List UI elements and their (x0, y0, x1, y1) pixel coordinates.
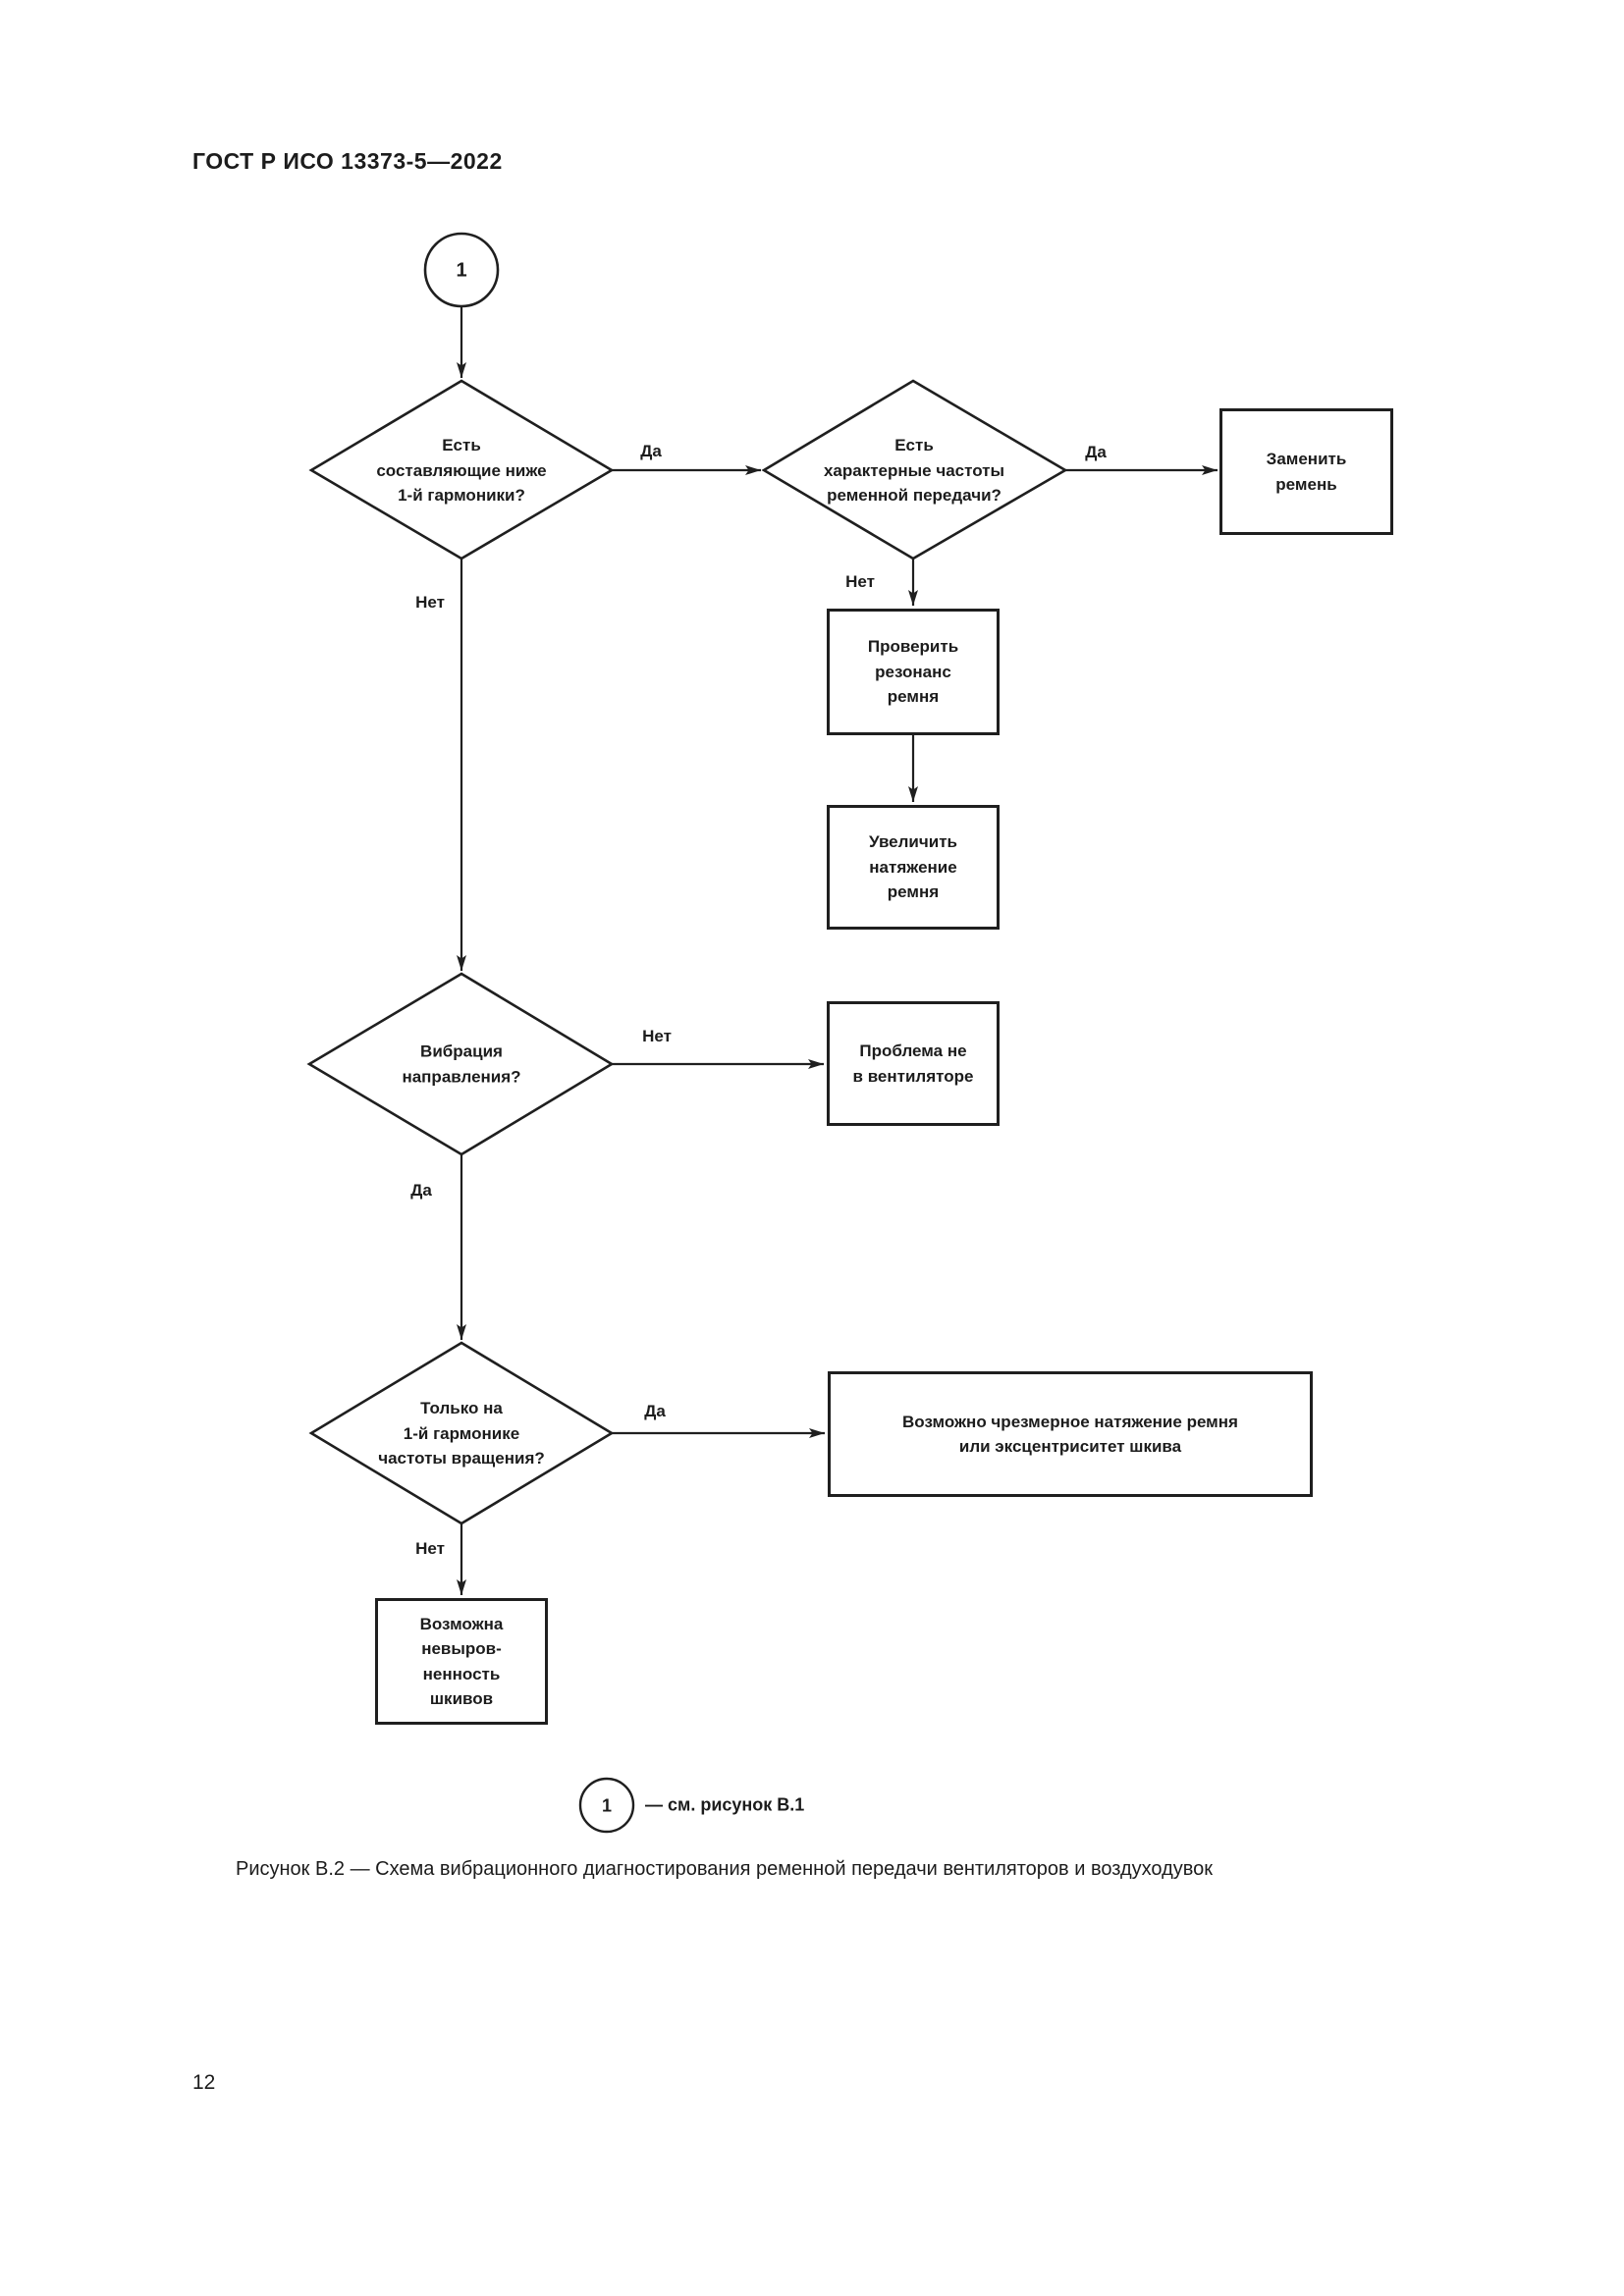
decision-below-first-harmonic-shape (308, 379, 615, 561)
page-number: 12 (192, 2071, 216, 2094)
document-header: ГОСТ Р ИСО 13373-5—2022 (192, 148, 503, 174)
start-connector-number: 1 (456, 259, 467, 282)
edge-label-d3-no: Нет (642, 1027, 672, 1045)
action-problem-not-fan: Проблема не в вентиляторе (827, 1001, 1000, 1126)
start-connector-circle (423, 232, 500, 308)
decision-only-first-harmonic-shape (308, 1341, 615, 1525)
action-replace-belt: Заменить ремень (1219, 408, 1393, 535)
legend-connector-number: 1 (601, 1795, 613, 1816)
action-excessive-tension-or-eccentricity: Возможно чрезмерное натяжение ремня или … (828, 1371, 1313, 1497)
action-pulley-misalignment: Возможна невыров- ненность шкивов (375, 1598, 548, 1725)
edge-label-d2-no: Нет (845, 572, 875, 591)
edge-label-d2-yes: Да (1085, 443, 1107, 461)
figure-caption: Рисунок В.2 — Схема вибрационного диагно… (236, 1858, 1214, 1880)
decision-below-first-harmonic-label: Есть составляющие ниже 1-й гармоники? (376, 435, 547, 505)
decision-vibration-direction-shape (306, 972, 615, 1156)
edge-label-d1-yes: Да (640, 442, 662, 460)
action-increase-belt-tension: Увеличить натяжение ремня (827, 805, 1000, 930)
edge-label-d4-no: Нет (415, 1539, 445, 1558)
legend-note: — см. рисунок В.1 (645, 1794, 805, 1815)
edge-label-d3-yes: Да (410, 1181, 432, 1200)
decision-vibration-direction-label: Вибрация направления? (402, 1041, 521, 1087)
edge-label-d1-no: Нет (415, 593, 445, 612)
legend-connector-circle (578, 1777, 635, 1834)
decision-only-first-harmonic-label: Только на 1-й гармонике частоты вращения… (378, 1398, 545, 1468)
action-check-belt-resonance: Проверить резонанс ремня (827, 609, 1000, 735)
decision-belt-frequencies-label: Есть характерные частоты ременной переда… (823, 435, 1005, 505)
decision-belt-frequencies-shape (761, 379, 1068, 561)
edge-label-d4-yes: Да (644, 1402, 666, 1420)
